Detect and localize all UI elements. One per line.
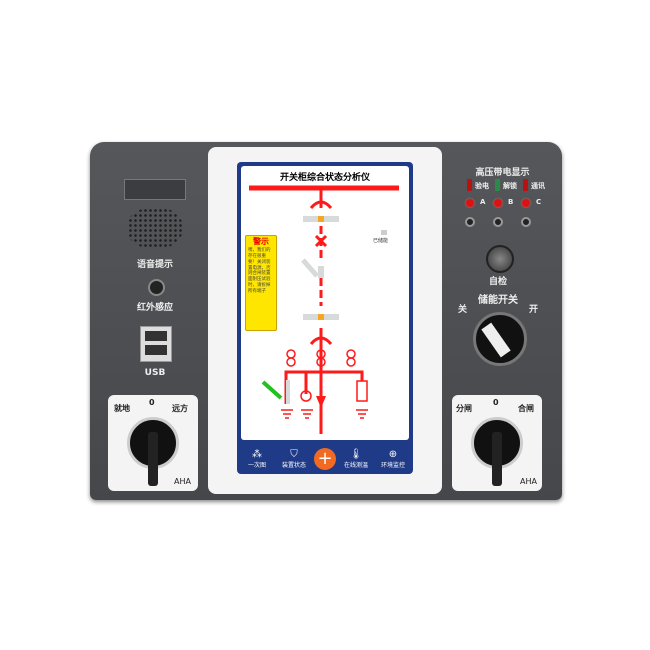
unlock-indicator (495, 179, 500, 191)
voice-label: 语音提示 (136, 260, 173, 270)
thermometer-icon: 🌡︎ (349, 449, 363, 460)
knob-label-close: 合闸 (518, 404, 534, 413)
storage-switch-knob[interactable] (473, 312, 527, 366)
storage-title: 储能开关 (478, 295, 518, 306)
comm-label: 通讯 (531, 182, 545, 190)
unlock-label: 解锁 (503, 182, 517, 190)
brand-label: AHA (174, 477, 191, 486)
storage-off-label: 关 (458, 305, 468, 315)
display-window (124, 179, 186, 200)
plus-icon: + (317, 448, 333, 469)
storage-on-label: 开 (529, 305, 539, 315)
phase-a-label: A (480, 198, 486, 206)
screen-nav-bar: ⁂一次图 ⛉装置状态 + 🌡︎在线测温 ⊕环境监控 (240, 445, 410, 473)
single-line-diagram (249, 185, 399, 434)
nav-online-temp[interactable]: 🌡︎在线测温 (339, 449, 373, 469)
ir-label: 红外感应 (136, 303, 173, 313)
open-close-knob-plate: 分闸 0 合闸 AHA (452, 395, 542, 491)
local-remote-knob-plate: 就地 0 远方 AHA (108, 395, 198, 491)
shield-icon: ⛉ (290, 449, 298, 460)
hv-title: 高压带电显示 (475, 168, 530, 178)
knob-label-zero: 0 (493, 398, 499, 407)
test-label: 验电 (475, 182, 489, 190)
phase-b-label: B (508, 198, 514, 206)
warning-title: 警示 (253, 237, 269, 246)
phase-c-jack[interactable] (521, 217, 531, 227)
warning-text: 嘿，我们的存在很重要！关闭装置电源，否则合闸装置面耐压试验时，请拆掉所有端子 (248, 248, 271, 294)
monitor-icon: ⊕ (388, 449, 398, 460)
open-close-knob[interactable] (471, 417, 523, 486)
usb-port[interactable] (140, 326, 172, 362)
knob-label-zero: 0 (149, 398, 155, 407)
usb-label: USB (144, 368, 166, 378)
brand-label: AHA (520, 477, 537, 486)
nav-env-monitor[interactable]: ⊕环境监控 (376, 449, 410, 469)
local-remote-knob[interactable] (127, 417, 179, 486)
knob-label-open: 分闸 (456, 404, 472, 413)
diagram-icon: ⁂ (252, 449, 262, 460)
knob-label-remote: 远方 (172, 404, 188, 413)
self-test-button[interactable] (486, 245, 514, 273)
nav-device-status[interactable]: ⛉装置状态 (277, 449, 311, 469)
phase-c-label: C (536, 198, 542, 206)
lcd-screen[interactable]: 开关柜综合状态分析仪 已储能 警示 嘿，我们的存在很重要！关闭装置电源，否则合闸… (241, 166, 409, 440)
test-indicator (467, 179, 472, 191)
stored-label: 已储能 (373, 238, 389, 244)
nav-plus-button[interactable]: + (314, 448, 336, 470)
ir-sensor (148, 279, 165, 296)
comm-indicator (523, 179, 528, 191)
phase-b-led (494, 199, 502, 207)
phase-a-led (466, 199, 474, 207)
speaker-grille (128, 208, 182, 248)
phase-a-jack[interactable] (465, 217, 475, 227)
self-test-label: 自检 (488, 277, 507, 287)
phase-b-jack[interactable] (493, 217, 503, 227)
knob-label-local: 就地 (114, 404, 130, 413)
phase-c-led (522, 199, 530, 207)
nav-diagram[interactable]: ⁂一次图 (240, 449, 274, 469)
warning-box: 警示 嘿，我们的存在很重要！关闭装置电源，否则合闸装置面耐压试验时，请拆掉所有端… (245, 235, 277, 331)
screen-title: 开关柜综合状态分析仪 (279, 173, 370, 183)
